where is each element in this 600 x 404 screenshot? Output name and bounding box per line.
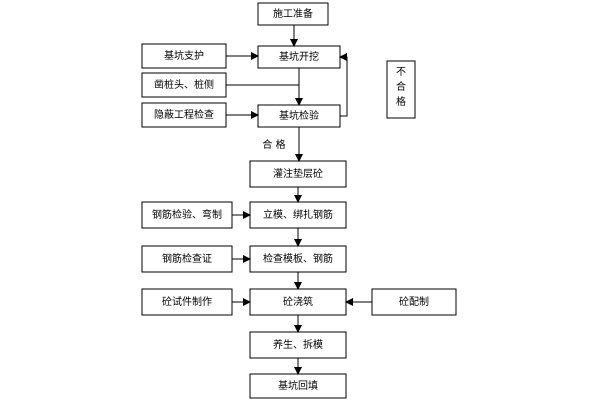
step-concrete-pour-label: 砼浇筑: [283, 295, 313, 308]
step-curing-box: 养生、拆模: [249, 331, 347, 359]
side-rebar-check-bend-box: 钢筋检验、弯制: [141, 201, 233, 229]
step-curing-label: 养生、拆模: [273, 338, 323, 351]
side-mix-box: 砼配制: [371, 288, 457, 316]
side-hidden-check-label: 隐蔽工程检查: [154, 108, 214, 121]
side-support-label: 基坑支护: [164, 49, 204, 62]
fail-label-line-1: 不: [396, 67, 406, 78]
side-hidden-check-box: 隐蔽工程检查: [141, 102, 227, 128]
step-backfill-box: 基坑回填: [249, 373, 347, 399]
side-test-specimen-box: 砼试件制作: [141, 288, 233, 316]
step-cushion-pour-box: 灌注垫层砼: [249, 160, 347, 188]
step-concrete-pour-box: 砼浇筑: [249, 288, 347, 316]
side-test-specimen-label: 砼试件制作: [162, 295, 212, 308]
arrow-fail-loop: [339, 53, 348, 117]
side-pile-head-label: 凿桩头、桩侧: [154, 78, 214, 91]
step-excavation-box: 基坑开挖: [257, 45, 341, 69]
side-support-box: 基坑支护: [141, 43, 227, 69]
step-prep-label: 施工准备: [273, 7, 313, 20]
step-check-form-rebar-label: 检查模板、钢筋: [263, 252, 333, 265]
side-rebar-certificate-box: 钢筋检查证: [141, 245, 233, 273]
fail-box: 不 合 格: [386, 60, 416, 119]
fail-label-line-2: 合: [396, 80, 406, 93]
step-inspection-box: 基坑检验: [257, 104, 341, 128]
step-excavation-label: 基坑开挖: [279, 50, 319, 63]
step-backfill-label: 基坑回填: [278, 379, 318, 392]
side-mix-label: 砼配制: [399, 295, 429, 308]
step-prep-box: 施工准备: [257, 2, 329, 26]
step-formwork-rebar-label: 立模、绑扎钢筋: [263, 208, 333, 221]
side-pile-head-box: 凿桩头、桩侧: [141, 72, 227, 98]
fail-label-line-3: 格: [396, 95, 406, 108]
step-cushion-pour-label: 灌注垫层砼: [273, 167, 323, 180]
step-inspection-label: 基坑检验: [279, 109, 319, 122]
pass-label: 合 格: [262, 138, 285, 151]
side-rebar-certificate-label: 钢筋检查证: [162, 252, 212, 265]
step-formwork-rebar-box: 立模、绑扎钢筋: [249, 201, 347, 229]
step-check-form-rebar-box: 检查模板、钢筋: [249, 245, 347, 273]
side-rebar-check-bend-label: 钢筋检验、弯制: [152, 208, 222, 221]
